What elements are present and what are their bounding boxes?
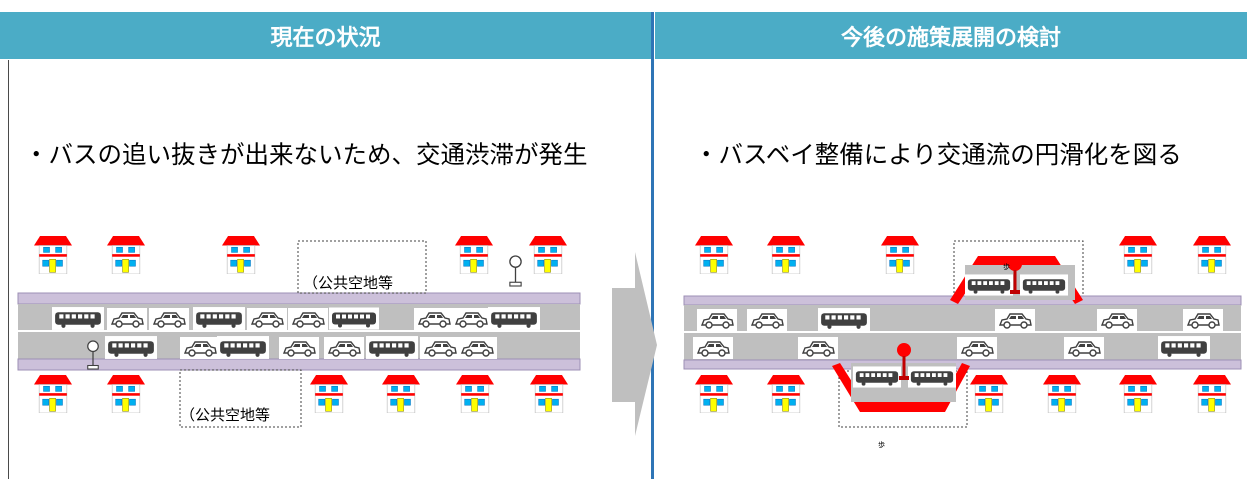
bus-icon — [818, 308, 870, 331]
car-icon — [451, 308, 491, 330]
sidewalk-label-bottom: 歩 — [878, 440, 885, 449]
house-icon — [1192, 236, 1232, 274]
public-space-box-top — [297, 240, 427, 294]
car-icon — [957, 337, 997, 359]
car-icon — [414, 308, 454, 330]
bus-icon — [193, 307, 245, 330]
house-icon — [221, 236, 261, 274]
future-description: ・バスベイ整備により交通流の円滑化を図る — [694, 140, 1182, 169]
header-current-label: 現在の状況 — [270, 25, 381, 51]
house-icon — [309, 375, 349, 413]
car-icon — [1183, 309, 1223, 331]
house-icon — [106, 375, 146, 413]
car-icon — [1097, 309, 1137, 331]
house-icon — [106, 236, 146, 274]
house-icon — [1118, 236, 1158, 274]
bus-icon — [52, 307, 104, 330]
public-space-label-top: （公共空地等 — [303, 274, 393, 292]
panel-divider — [651, 12, 654, 479]
car-icon — [107, 308, 147, 330]
bus-stop-icon — [509, 255, 522, 287]
header-future-label: 今後の施策展開の検討 — [840, 25, 1061, 51]
house-icon — [694, 236, 734, 274]
bus-icon — [329, 307, 379, 330]
header-future-measures: 今後の施策展開の検討 — [655, 12, 1247, 59]
car-icon — [1064, 337, 1104, 359]
house-icon — [766, 375, 806, 413]
bus-bay-bottom — [832, 363, 970, 412]
house-icon — [1118, 375, 1158, 413]
house-icon — [529, 375, 569, 413]
car-icon — [798, 337, 838, 359]
car-icon — [995, 309, 1035, 331]
house-icon — [969, 375, 1009, 413]
house-icon — [33, 375, 73, 413]
bus-icon — [105, 336, 157, 359]
house-icon — [33, 236, 73, 274]
bus-icon — [488, 307, 540, 330]
bus-icon — [217, 336, 269, 359]
house-icon — [1192, 375, 1232, 413]
house-icon — [528, 236, 568, 274]
house-icon — [1042, 375, 1082, 413]
sidewalk-label-top: 歩 — [1003, 262, 1010, 271]
house-icon — [694, 375, 734, 413]
bus-icon — [1020, 274, 1068, 296]
current-description: ・バスの追い抜きが出来ないため、交通渋滞が発生 — [24, 140, 588, 169]
public-space-label-bottom: （公共空地等 — [180, 406, 270, 424]
car-icon — [180, 337, 220, 359]
house-icon — [455, 375, 495, 413]
house-icon — [880, 236, 920, 274]
car-icon — [420, 337, 460, 359]
car-icon — [149, 308, 189, 330]
house-icon — [454, 236, 494, 274]
bus-icon — [908, 366, 956, 388]
car-icon — [247, 308, 287, 330]
car-icon — [697, 309, 737, 331]
car-icon — [747, 309, 787, 331]
left-border — [8, 60, 9, 479]
house-icon — [381, 375, 421, 413]
car-icon — [279, 337, 319, 359]
house-icon — [766, 236, 806, 274]
bus-icon — [853, 366, 901, 388]
header-current-situation: 現在の状況 — [0, 12, 651, 59]
car-icon — [324, 337, 364, 359]
public-space-box-bottom — [179, 369, 302, 428]
arrow-right-icon — [612, 252, 657, 436]
car-icon — [693, 337, 733, 359]
car-icon — [457, 337, 497, 359]
bus-icon — [1158, 336, 1210, 359]
bus-icon — [366, 336, 418, 359]
bus-icon — [965, 274, 1013, 296]
car-icon — [288, 308, 328, 330]
